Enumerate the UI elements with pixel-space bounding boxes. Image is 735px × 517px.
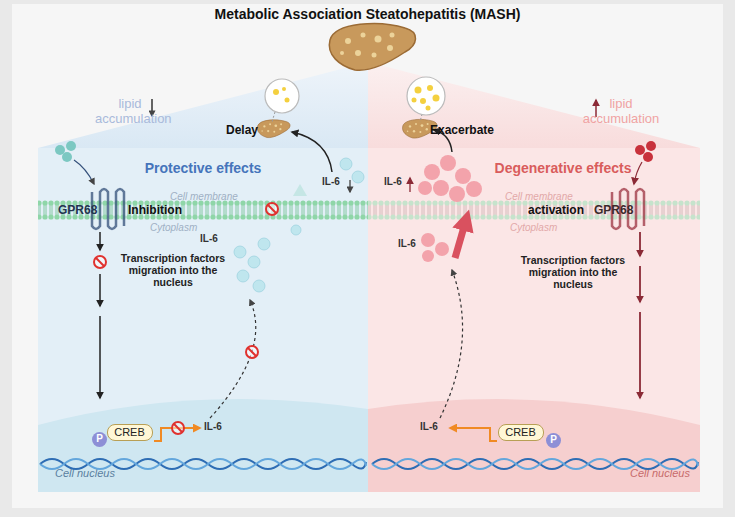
text-label: Exacerbate xyxy=(430,124,494,138)
node-text: CREB xyxy=(499,426,542,438)
phosphate-circle: P xyxy=(546,433,561,448)
text-label: Transcription factors migration into the… xyxy=(512,254,634,290)
text-label: IL-6 xyxy=(398,238,416,250)
nucleus-shape xyxy=(368,399,700,492)
diagram-title: Metabolic Association Steatohepatitis (M… xyxy=(0,6,735,22)
text-label: lipid accumulation xyxy=(95,97,165,127)
text-label: IL-6 xyxy=(420,421,438,433)
cell-nucleus: Cell nucleus CREB P xyxy=(368,395,700,492)
text-label: IL-6 xyxy=(322,176,340,188)
text-label: Cell membrane xyxy=(170,191,238,203)
node-text: Protective effects xyxy=(108,160,298,176)
text-label: IL-6 xyxy=(200,233,218,245)
text-label: Transcription factors migration into the… xyxy=(112,252,234,288)
text-label: Delay xyxy=(226,124,258,138)
text-label: Cell membrane xyxy=(505,191,573,203)
phosphate-circle: P xyxy=(92,432,107,447)
text-label: GPR68 xyxy=(594,204,633,218)
effect-panel: Degenerative effectsCell nucleus CREB P xyxy=(368,148,700,492)
text-label: lipid accumulation xyxy=(582,97,660,127)
text-label: Inhibition xyxy=(128,204,182,218)
cell-nucleus: Cell nucleus PCREB xyxy=(38,395,368,492)
node-text: P xyxy=(546,434,561,445)
creb-box: CREB xyxy=(498,424,544,441)
creb-box: CREB xyxy=(107,424,153,441)
node-text: CREB xyxy=(108,426,151,438)
node-text: Cell nucleus xyxy=(55,467,155,479)
node-text: Degenerative effects xyxy=(468,160,658,176)
text-label: Cytoplasm xyxy=(150,222,197,234)
effect-panel: Protective effectsCell nucleus PCREB xyxy=(38,148,368,492)
text-label: Cytoplasm xyxy=(510,222,557,234)
text-label: IL-6 xyxy=(204,421,222,433)
node-text: P xyxy=(92,433,107,444)
text-label: IL-6 xyxy=(384,176,402,188)
text-label: activation xyxy=(528,204,584,218)
nucleus-shape xyxy=(38,399,368,492)
node-text: Cell nucleus xyxy=(630,467,700,479)
text-label: GPR68 xyxy=(58,204,97,218)
